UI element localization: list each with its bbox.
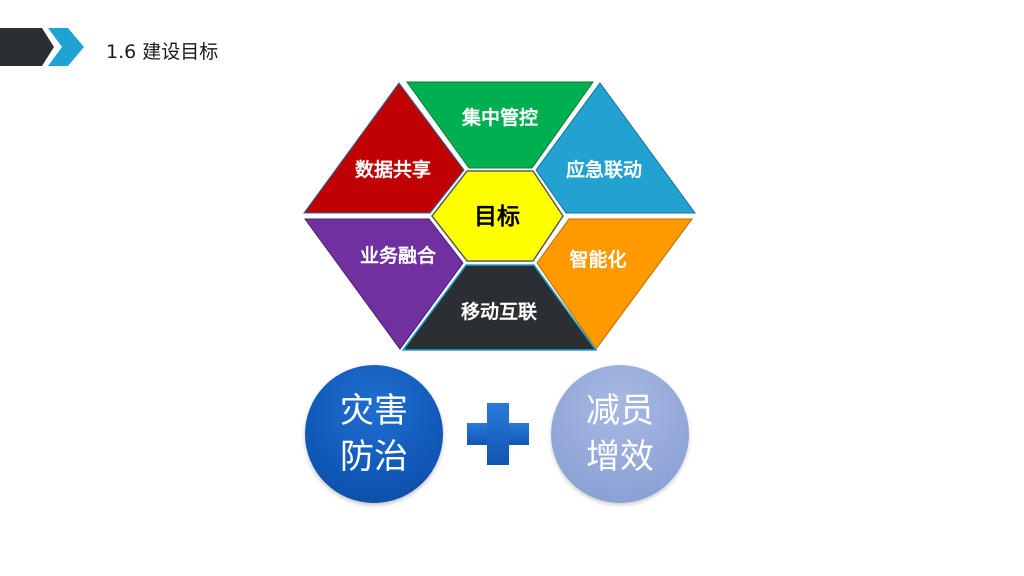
segment-upper-right-label: 应急联动: [566, 158, 642, 181]
segment-top-label: 集中管控: [461, 106, 538, 129]
circle-left-line2: 防治: [340, 437, 408, 477]
plus-icon: [467, 403, 529, 465]
disaster-prevention-circle: 灾害 防治: [305, 365, 443, 503]
segment-lower-left-label: 业务融合: [360, 244, 437, 267]
circle-right-line1: 减员: [586, 391, 654, 431]
segment-lower-left: 业务融合: [304, 218, 464, 350]
segment-top: 集中管控: [406, 81, 594, 169]
header-chevron-icon: [0, 28, 84, 66]
efficiency-circle: 减员 增效: [551, 365, 689, 503]
hexagon-center: 目标: [431, 170, 564, 262]
segment-upper-right: 应急联动: [535, 82, 696, 214]
segment-upper-left-label: 数据共享: [355, 158, 431, 181]
segment-lower-right-label: 智能化: [569, 248, 626, 271]
segment-bottom: 移动互联: [401, 264, 598, 351]
segment-bottom-label: 移动互联: [461, 300, 537, 323]
center-goal-label: 目标: [474, 204, 520, 230]
circle-right-line2: 增效: [586, 437, 654, 477]
page-title: 1.6 建设目标: [106, 41, 219, 63]
segment-lower-right: 智能化: [536, 218, 693, 350]
circle-left-line1: 灾害: [340, 391, 408, 431]
segment-upper-left: 数据共享: [303, 82, 465, 214]
